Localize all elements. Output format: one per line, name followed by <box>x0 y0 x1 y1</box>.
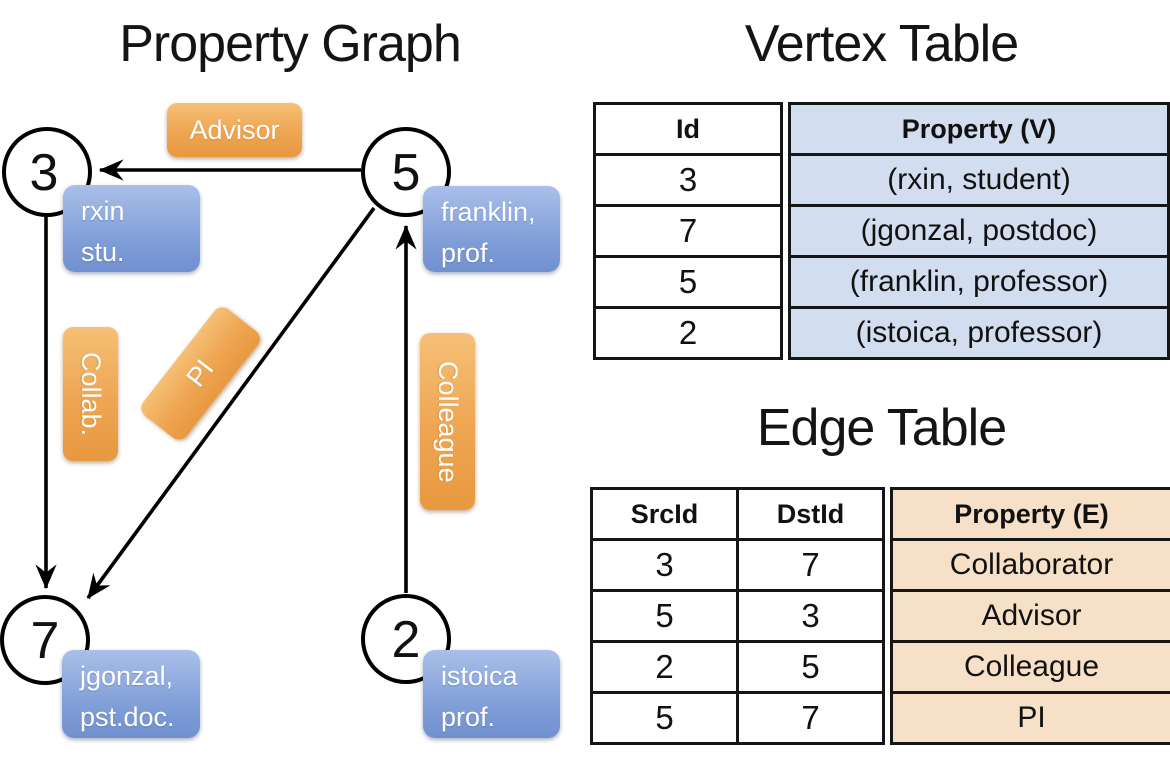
table-row: (rxin, student) <box>788 153 1170 207</box>
table-row: 2 5 <box>590 640 885 694</box>
table-row: Collaborator <box>890 538 1170 592</box>
edge-srcid-cell: 5 <box>590 691 739 745</box>
table-row: (jgonzal, postdoc) <box>788 204 1170 258</box>
edge-dstid-cell: 7 <box>736 691 885 745</box>
edge-dstid-header: DstId <box>736 487 885 541</box>
edge-table-id-columns: SrcId DstId 3 7 5 3 2 5 5 7 <box>590 487 885 745</box>
edge-property-cell: Collaborator <box>890 538 1170 592</box>
edge-table: SrcId DstId 3 7 5 3 2 5 5 7 Property (E)… <box>590 487 1170 745</box>
vertex-property-cell: (franklin, professor) <box>788 255 1170 309</box>
table-row: Advisor <box>890 589 1170 643</box>
edge-property-header: Property (E) <box>890 487 1170 541</box>
table-row: 5 7 <box>590 691 885 745</box>
table-row: SrcId DstId <box>590 487 885 541</box>
edge-property-cell: Colleague <box>890 640 1170 694</box>
table-row: 3 7 <box>590 538 885 592</box>
table-row: (franklin, professor) <box>788 255 1170 309</box>
table-row: 3 <box>593 153 783 207</box>
edge-dstid-cell: 7 <box>736 538 885 592</box>
vertex-id-cell: 3 <box>593 153 783 207</box>
edge-srcid-header: SrcId <box>590 487 739 541</box>
table-row: Id <box>593 102 783 156</box>
edge-table-title: Edge Table <box>756 399 1007 457</box>
edge-srcid-cell: 3 <box>590 538 739 592</box>
vertex-property-istoica: istoica prof. <box>423 650 560 738</box>
property-graph-diagram: 3 5 7 2 <box>0 127 451 685</box>
table-row: Property (E) <box>890 487 1170 541</box>
table-row: Colleague <box>890 640 1170 694</box>
vertex-property-rxin: rxin stu. <box>63 185 200 272</box>
node-3-id: 3 <box>30 144 59 202</box>
vertex-property-cell: (rxin, student) <box>788 153 1170 207</box>
vertex-property-cell: (jgonzal, postdoc) <box>788 204 1170 258</box>
edge-srcid-cell: 5 <box>590 589 739 643</box>
edge-table-property-column: Property (E) Collaborator Advisor Collea… <box>890 487 1170 745</box>
node-7-id: 7 <box>31 612 60 670</box>
edge-label-advisor: Advisor <box>167 103 302 157</box>
edge-dstid-cell: 5 <box>736 640 885 694</box>
vertex-table-id-column: Id 3 7 5 2 <box>593 102 783 360</box>
vertex-id-cell: 2 <box>593 306 783 360</box>
node-2-id: 2 <box>392 611 421 669</box>
vertex-property-franklin: franklin, prof. <box>423 186 560 272</box>
vertex-property-jgonzal: jgonzal, pst.doc. <box>62 650 200 738</box>
vertex-property-header: Property (V) <box>788 102 1170 156</box>
edge-property-cell: Advisor <box>890 589 1170 643</box>
edge-srcid-cell: 2 <box>590 640 739 694</box>
property-graph-title: Property Graph <box>119 15 462 73</box>
vertex-property-cell: (istoica, professor) <box>788 306 1170 360</box>
vertex-table: Id 3 7 5 2 Property (V) (rxin, student) … <box>593 102 1170 360</box>
table-row: 2 <box>593 306 783 360</box>
vertex-table-property-column: Property (V) (rxin, student) (jgonzal, p… <box>788 102 1170 360</box>
node-5-id: 5 <box>392 144 421 202</box>
table-row: 5 3 <box>590 589 885 643</box>
vertex-id-cell: 5 <box>593 255 783 309</box>
table-row: 5 <box>593 255 783 309</box>
table-row: 7 <box>593 204 783 258</box>
table-row: Property (V) <box>788 102 1170 156</box>
edge-label-collab: Collab. <box>63 327 118 461</box>
vertex-id-cell: 7 <box>593 204 783 258</box>
table-row: PI <box>890 691 1170 745</box>
edge-label-colleague: Colleague <box>420 333 475 510</box>
vertex-table-title: Vertex Table <box>744 15 1019 73</box>
table-row: (istoica, professor) <box>788 306 1170 360</box>
edge-dstid-cell: 3 <box>736 589 885 643</box>
edge-property-cell: PI <box>890 691 1170 745</box>
edge-5-to-7-pi <box>86 206 376 600</box>
vertex-id-header: Id <box>593 102 783 156</box>
